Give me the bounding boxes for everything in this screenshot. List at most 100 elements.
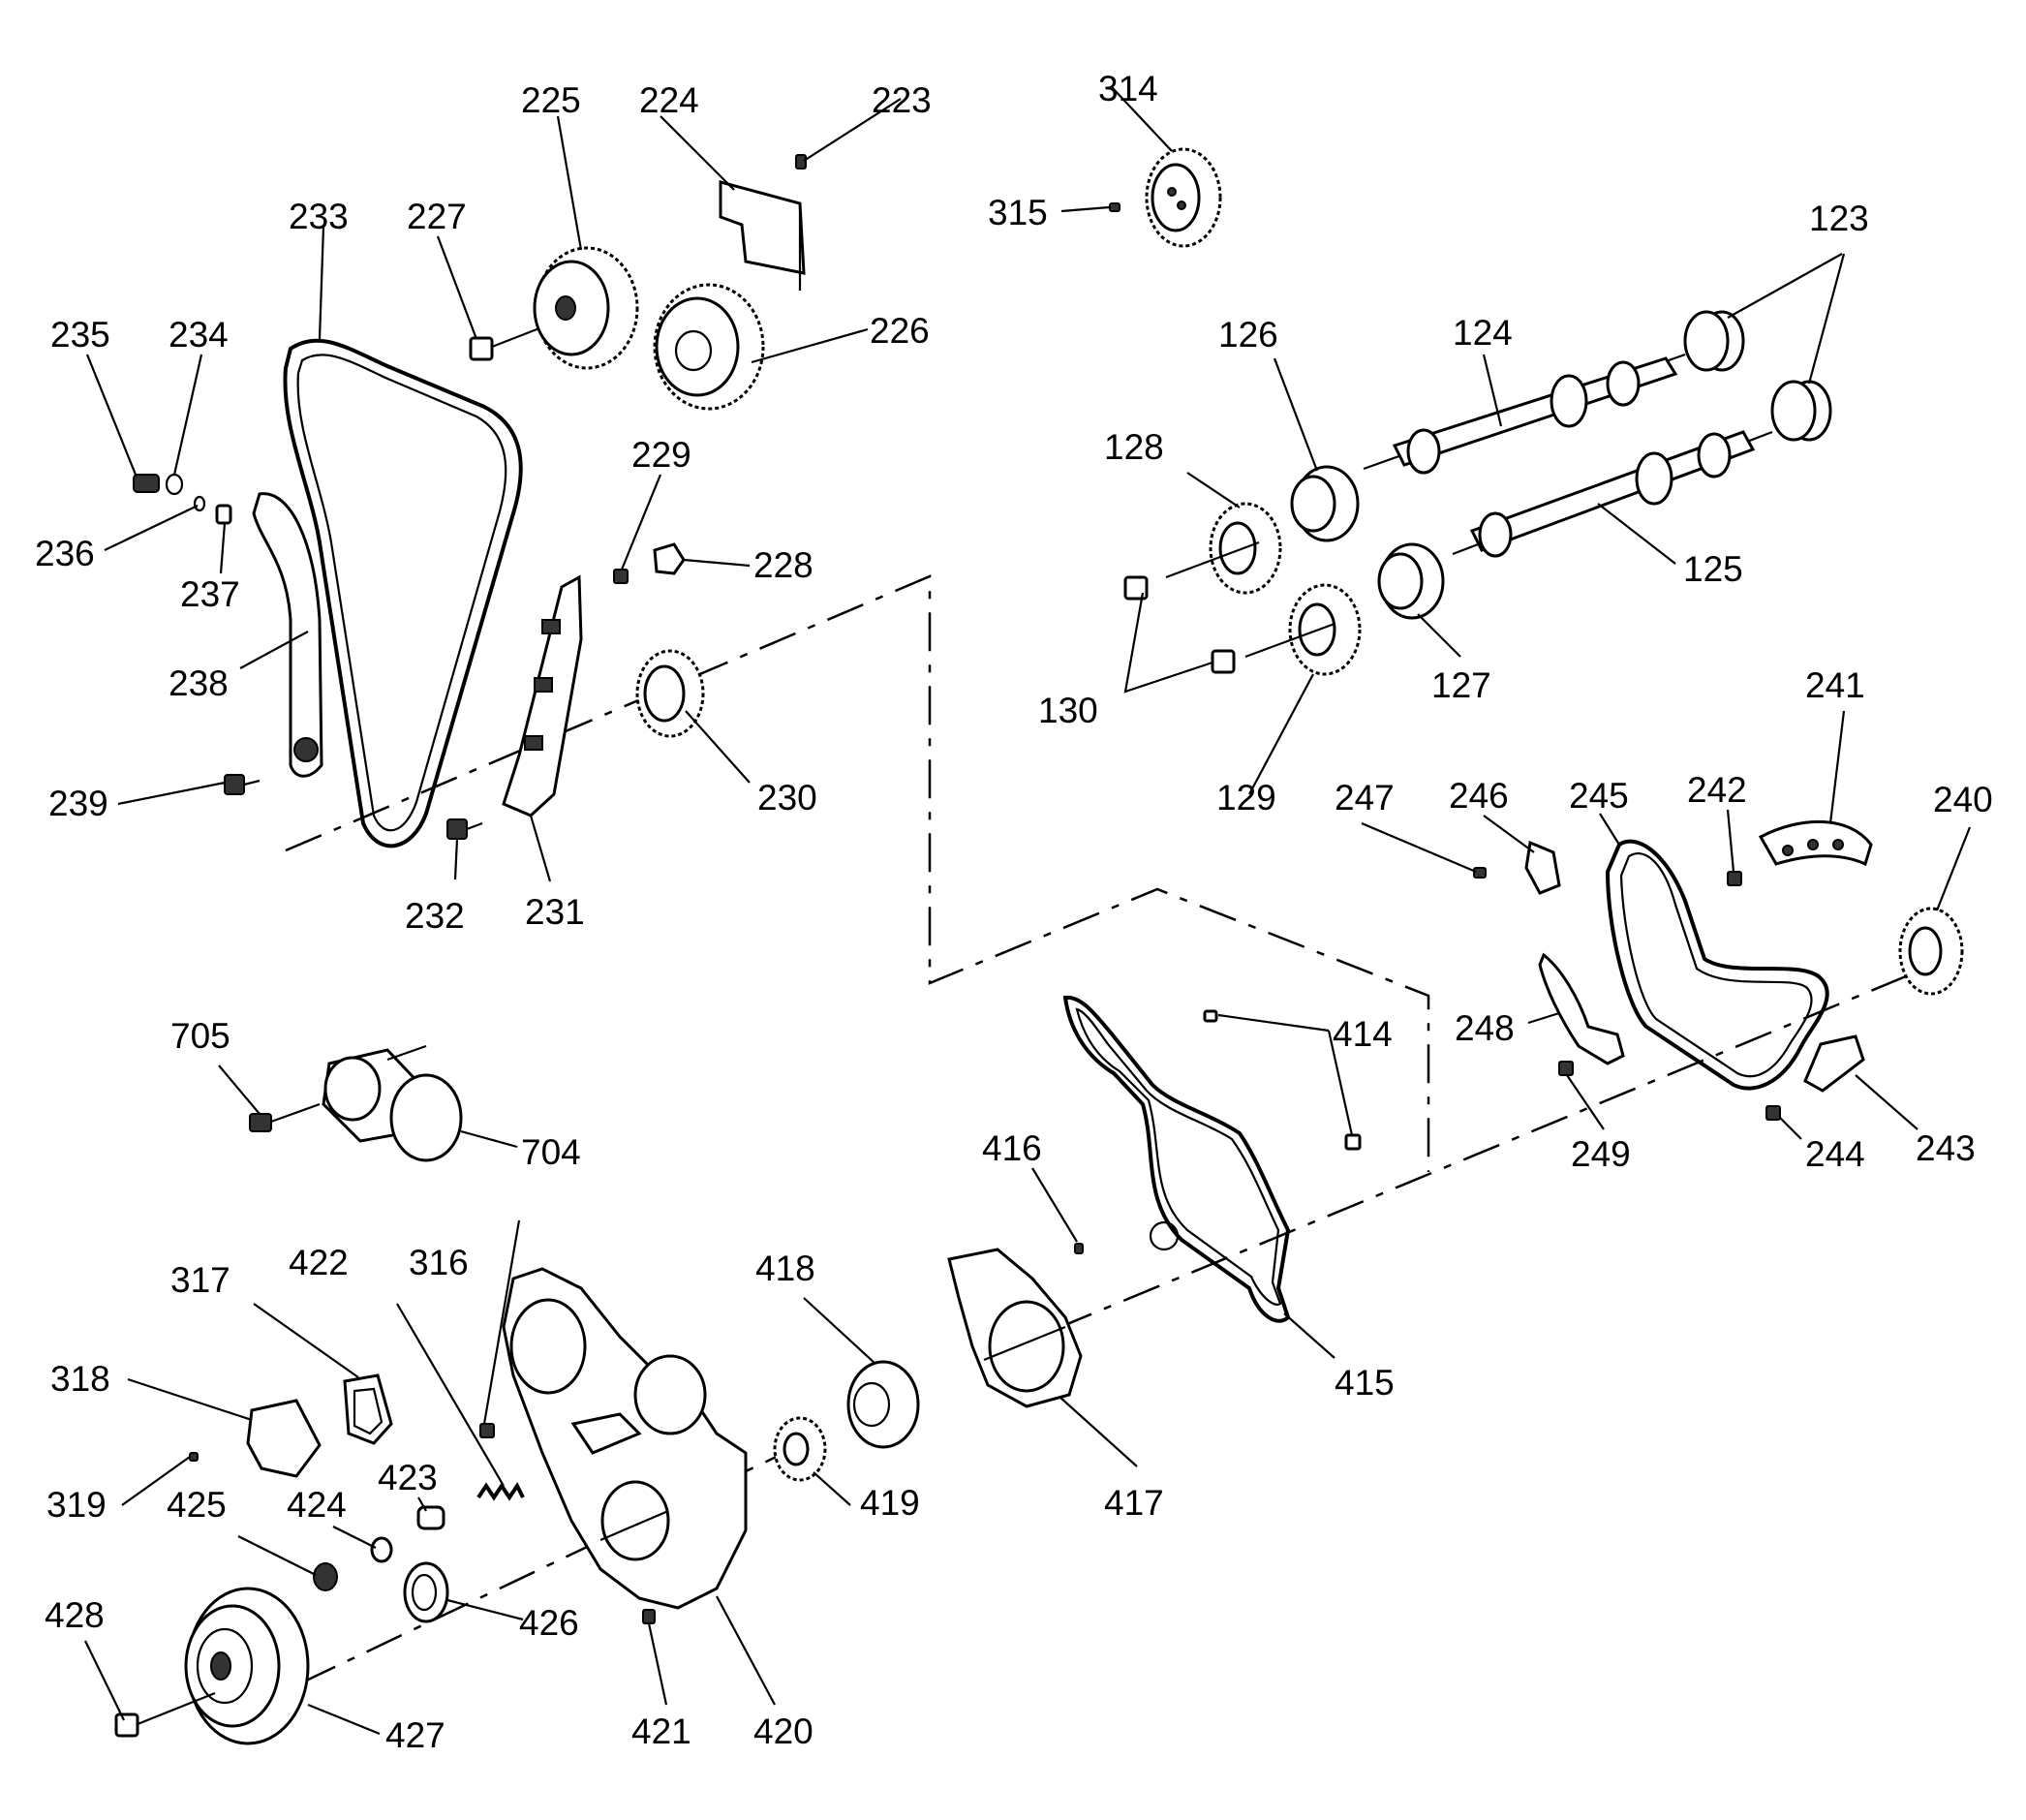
callout-705: 705 — [170, 1016, 230, 1056]
leader-lines — [84, 86, 1972, 1736]
callout-244: 244 — [1805, 1134, 1865, 1174]
screw-319 — [189, 1452, 199, 1462]
callout-247: 247 — [1335, 778, 1395, 817]
callout-314: 314 — [1098, 69, 1158, 108]
cover-plate-318 — [246, 1399, 322, 1478]
timing-chain-233 — [283, 338, 523, 848]
bolt-232 — [446, 818, 483, 840]
actuator-127 — [1377, 542, 1445, 620]
chain-guide-231 — [502, 574, 583, 817]
callout-230: 230 — [757, 778, 817, 817]
idler-pulley-704 — [322, 1044, 463, 1162]
callout-127: 127 — [1431, 665, 1491, 705]
tensioner-246 — [1524, 840, 1561, 895]
plunger-423 — [416, 1505, 445, 1530]
callout-239: 239 — [48, 784, 108, 823]
bolt-315 — [1109, 202, 1120, 212]
callout-427: 427 — [385, 1715, 445, 1755]
bolt-130b — [1211, 649, 1236, 674]
callout-130: 130 — [1038, 691, 1098, 730]
plug-425 — [313, 1562, 338, 1591]
callout-414: 414 — [1333, 1014, 1393, 1054]
bolt-705 — [249, 1102, 321, 1132]
callout-223: 223 — [872, 80, 932, 120]
camshaft-seal-123b — [1770, 380, 1832, 442]
callout-704: 704 — [521, 1132, 581, 1172]
callout-421: 421 — [631, 1712, 691, 1751]
callout-246: 246 — [1449, 776, 1509, 816]
callout-242: 242 — [1687, 770, 1747, 810]
sprocket-128 — [1165, 502, 1282, 595]
bolt-229 — [613, 569, 629, 584]
callout-426: 426 — [519, 1603, 579, 1643]
dowel-414a — [1203, 1009, 1218, 1023]
bolt-316 — [479, 1423, 495, 1438]
callout-317: 317 — [170, 1260, 230, 1300]
chain-guide-248 — [1538, 952, 1625, 1065]
sensor-228 — [653, 542, 686, 575]
callout-237: 237 — [180, 574, 240, 614]
bolt-244 — [1765, 1105, 1781, 1121]
callout-236: 236 — [35, 534, 95, 573]
callout-227: 227 — [407, 197, 467, 236]
callout-416: 416 — [982, 1128, 1042, 1168]
sprocket-129 — [1244, 583, 1362, 676]
gasket-317 — [343, 1373, 393, 1445]
callout-245: 245 — [1569, 776, 1629, 816]
callout-425: 425 — [167, 1485, 227, 1525]
camshaft-124 — [1363, 353, 1686, 475]
crank-sprocket-230 — [635, 649, 705, 738]
sprocket-225 — [533, 246, 639, 370]
actuator-126 — [1290, 465, 1360, 542]
chain-guide-241 — [1758, 820, 1873, 867]
bolt-239 — [224, 774, 261, 795]
callout-319: 319 — [46, 1485, 107, 1525]
callout-128: 128 — [1104, 427, 1164, 467]
sprocket-314 — [1145, 147, 1222, 248]
housing-417 — [947, 1248, 1083, 1408]
callout-224: 224 — [639, 80, 699, 120]
bracket-224 — [719, 180, 806, 291]
callout-228: 228 — [753, 545, 813, 585]
callout-226: 226 — [870, 311, 930, 351]
callout-318: 318 — [50, 1359, 110, 1399]
spring-422 — [476, 1482, 525, 1501]
seal-418 — [846, 1360, 920, 1449]
bolt-428 — [114, 1691, 216, 1738]
bolt-247 — [1473, 867, 1487, 879]
callout-124: 124 — [1453, 313, 1513, 353]
callout-415: 415 — [1335, 1363, 1395, 1403]
camshaft-seal-123a — [1683, 310, 1745, 372]
callout-231: 231 — [525, 892, 585, 932]
callout-229: 229 — [631, 435, 691, 475]
callout-417: 417 — [1104, 1483, 1164, 1523]
chain-guide-238 — [252, 492, 323, 778]
bolt-249 — [1558, 1061, 1574, 1076]
callout-423: 423 — [378, 1458, 438, 1497]
pin-416 — [1074, 1243, 1084, 1254]
callout-315: 315 — [988, 193, 1048, 232]
callout-240: 240 — [1933, 780, 1993, 819]
callout-241: 241 — [1805, 665, 1865, 705]
camshaft-125 — [1452, 430, 1773, 558]
ring-424 — [370, 1536, 393, 1563]
balancer-427 — [184, 1587, 310, 1745]
callout-422: 422 — [289, 1243, 349, 1282]
callout-126: 126 — [1218, 315, 1278, 355]
bolt-242 — [1727, 871, 1742, 886]
callout-420: 420 — [753, 1712, 813, 1751]
callout-243: 243 — [1916, 1128, 1976, 1168]
callout-225: 225 — [521, 80, 581, 120]
callout-labels: 225 224 223 314 233 227 315 123 235 234 … — [35, 69, 1993, 1755]
sprocket-240 — [1898, 907, 1964, 996]
bolt-223 — [795, 154, 807, 170]
front-cover-420 — [502, 1267, 748, 1610]
bolt-421 — [642, 1609, 656, 1624]
callout-129: 129 — [1216, 778, 1276, 817]
callout-316: 316 — [409, 1243, 469, 1282]
actuator-226 — [653, 283, 765, 411]
dowel-414b — [1344, 1133, 1362, 1151]
bolt-130a — [1123, 575, 1149, 601]
callout-428: 428 — [45, 1595, 105, 1635]
